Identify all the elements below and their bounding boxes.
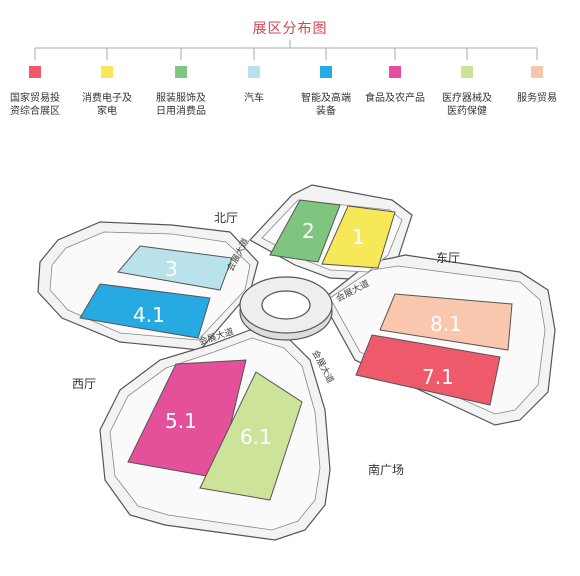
exhibition-map: 2 1 3 4.1 8.1 7.1 5.1 6.1 会展大道 会展大道 会展大道… — [37, 184, 556, 541]
hall-3[interactable]: 3 — [117, 245, 233, 291]
legend-label: 服务贸易 — [517, 93, 557, 104]
legend-label: 食品及农产品 — [365, 93, 425, 104]
hall-1-shape[interactable] — [321, 205, 396, 269]
page-title: 展区分布图 — [252, 21, 328, 37]
legend-label: 智能及高端 装备 — [301, 93, 351, 117]
legend-label: 医疗器械及 医药保健 — [442, 93, 492, 117]
legend-swatch — [175, 66, 187, 78]
legend-swatch — [101, 66, 113, 78]
legend-label: 汽车 — [244, 93, 264, 104]
hall-6-1[interactable]: 6.1 — [199, 371, 303, 501]
hall-5-1[interactable]: 5.1 — [127, 359, 247, 479]
legend-swatch — [461, 66, 473, 78]
direction-north: 北厅 — [214, 211, 238, 225]
hall-6-1-shape[interactable] — [199, 371, 303, 501]
legend-item-apparel: 服装服饰及 日用消费品 — [146, 66, 216, 118]
hall-8-1-label: 8.1 — [430, 312, 462, 336]
legend-swatch — [248, 66, 260, 78]
hall-4-1[interactable]: 4.1 — [79, 283, 211, 339]
hall-2-label: 2 — [302, 219, 315, 243]
hall-5-1-label: 5.1 — [165, 409, 197, 433]
direction-south: 南广场 — [368, 462, 404, 477]
hall-6-1-label: 6.1 — [240, 425, 272, 449]
hall-7-1-label: 7.1 — [422, 365, 454, 389]
hall-7-1[interactable]: 7.1 — [355, 334, 501, 406]
hall-1[interactable]: 1 — [321, 205, 396, 269]
direction-east: 东厅 — [436, 251, 460, 265]
hall-8-1[interactable]: 8.1 — [379, 293, 513, 351]
legend-item-auto: 汽车 — [219, 66, 289, 105]
legend-swatch — [29, 66, 41, 78]
hall-4-1-shape[interactable] — [79, 283, 211, 339]
legend-swatch — [531, 66, 543, 78]
legend-item-medical: 医疗器械及 医药保健 — [432, 66, 502, 118]
legend-label: 消费电子及 家电 — [82, 93, 132, 117]
hall-8-1-shape[interactable] — [379, 293, 513, 351]
direction-west: 西厅 — [72, 377, 96, 391]
hall-7-1-shape[interactable] — [355, 334, 501, 406]
legend-label: 国家贸易投 资综合展区 — [10, 93, 60, 117]
legend: 国家贸易投 资综合展区 消费电子及 家电 服装服饰及 日用消费品 汽车 智能及高… — [0, 0, 580, 140]
legend-item-food: 食品及农产品 — [360, 66, 430, 105]
hall-3-shape[interactable] — [117, 245, 233, 291]
legend-swatch — [389, 66, 401, 78]
legend-swatch — [320, 66, 332, 78]
central-ring — [239, 276, 333, 341]
legend-label: 服装服饰及 日用消费品 — [156, 93, 206, 117]
legend-item-trade-investment: 国家贸易投 资综合展区 — [0, 66, 70, 118]
hall-4-1-label: 4.1 — [133, 303, 165, 327]
legend-connectors — [34, 40, 538, 60]
hall-2[interactable]: 2 — [269, 199, 341, 263]
hall-1-label: 1 — [352, 225, 365, 249]
legend-item-service-trade: 服务贸易 — [502, 66, 572, 105]
legend-item-electronics: 消费电子及 家电 — [72, 66, 142, 118]
legend-item-intelligent-equipment: 智能及高端 装备 — [291, 66, 361, 118]
hall-3-label: 3 — [165, 257, 178, 281]
hall-2-shape[interactable] — [269, 199, 341, 263]
